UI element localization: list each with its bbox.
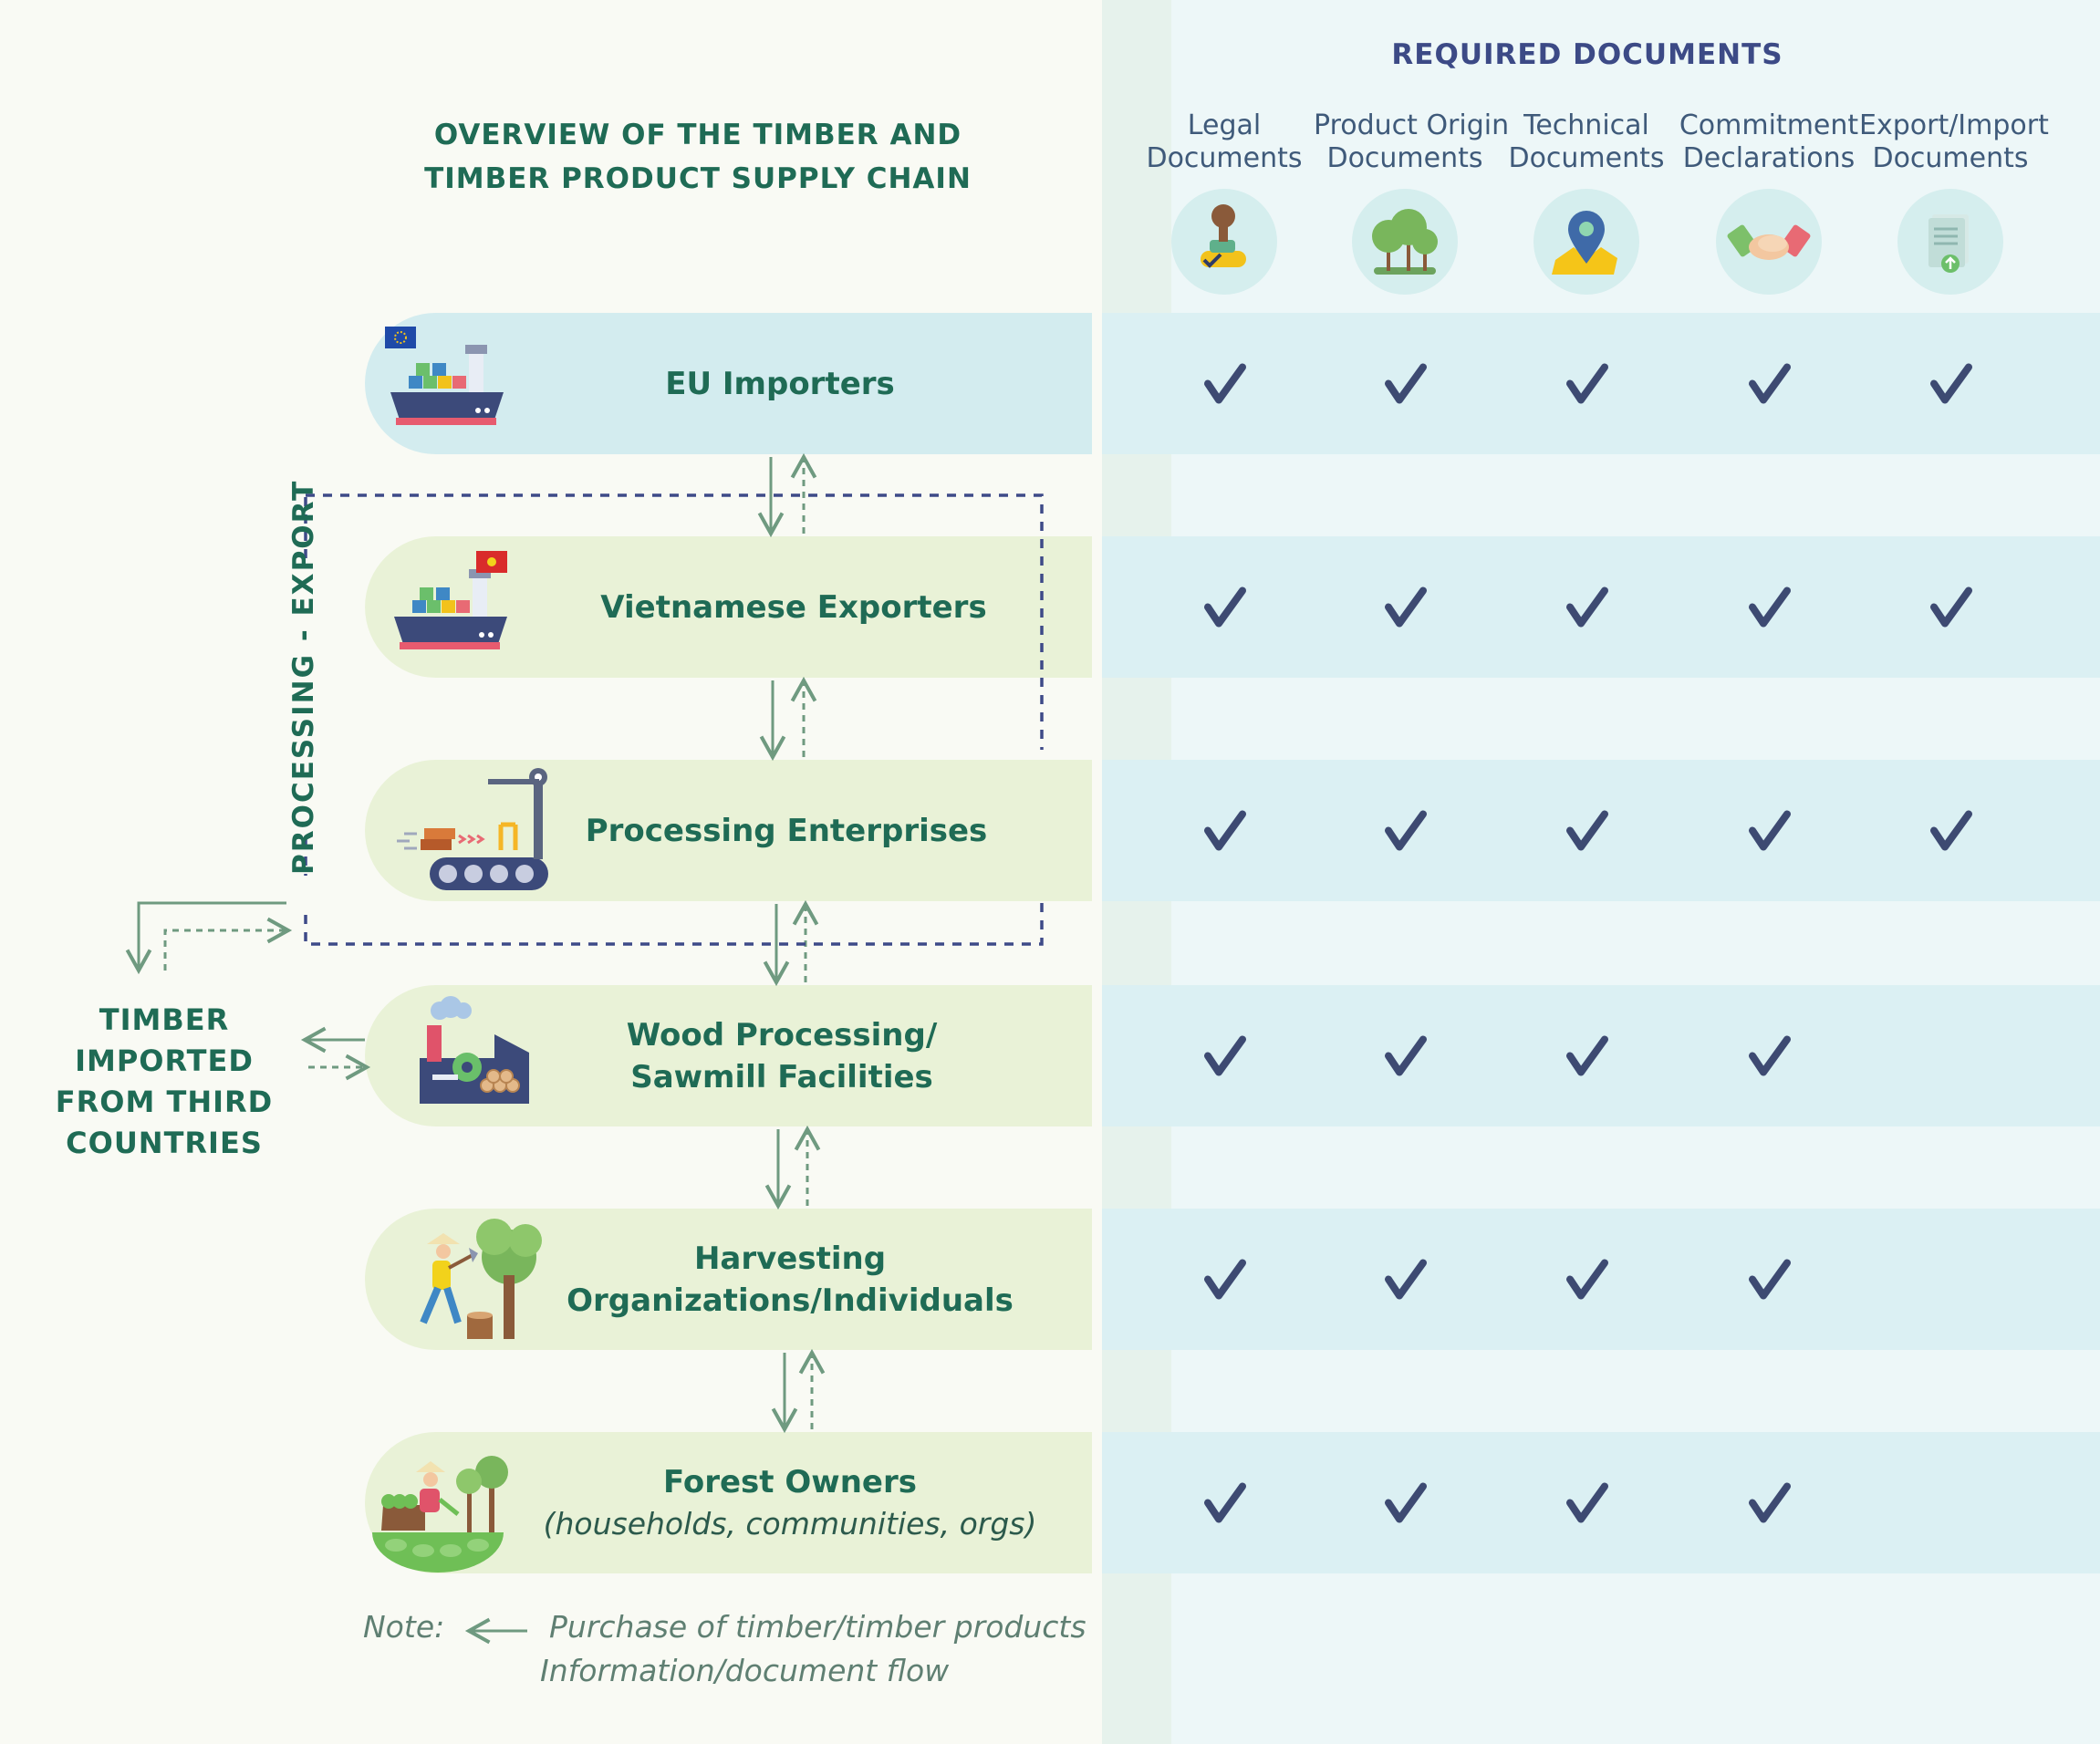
column-header-line2: Documents: [1146, 142, 1303, 174]
checkmark: [1204, 1259, 1246, 1300]
sawmill-factory-icon: [420, 996, 529, 1104]
checkmark: [1749, 1035, 1791, 1076]
checkmark: [1749, 587, 1791, 628]
checkmark: [1566, 1482, 1608, 1523]
stage-label: Vietnamese Exporters: [529, 587, 1058, 628]
column-header-line2: Documents: [1508, 142, 1665, 174]
stage-label-line1: Forest Owners: [663, 1463, 917, 1500]
stage-bar-6: [365, 1432, 1092, 1573]
row-band-4: [1102, 985, 2100, 1126]
checkmark: [1204, 1482, 1246, 1523]
checkmark: [1566, 1035, 1608, 1076]
checkmark: [1385, 1259, 1427, 1300]
stage-label-line1: Harvesting: [693, 1240, 887, 1277]
note-information-text: Information/document flow: [540, 1653, 950, 1688]
checkmark: [1204, 1035, 1246, 1076]
document-upload-icon: [1928, 214, 1969, 273]
checkmark: [1749, 1259, 1791, 1300]
cargo-ship-vietnam-flag-icon: [394, 551, 507, 649]
stage-label-line2: Organizations/Individuals: [567, 1282, 1014, 1319]
stage-label: Wood Processing/Sawmill Facilities: [517, 1014, 1046, 1098]
column-header-line2: Declarations: [1682, 142, 1856, 174]
checkmark: [1930, 810, 1972, 851]
column-header-line1: Export/Import: [1859, 109, 2049, 141]
checkmark: [1566, 810, 1608, 851]
column-header-line2: Documents: [1326, 142, 1483, 174]
stage-label-line1: EU Importers: [665, 365, 895, 402]
row-band-2: [1102, 536, 2100, 678]
stage-bar-4: [365, 985, 1092, 1126]
checkmark: [1385, 1035, 1427, 1076]
column-header-line2: Documents: [1872, 142, 2029, 174]
stage-label: Processing Enterprises: [522, 810, 1051, 852]
checkmark: [1930, 363, 1972, 404]
main-title-line2: TIMBER PRODUCT SUPPLY CHAIN: [424, 162, 972, 195]
checkmark: [1385, 1482, 1427, 1523]
main-title: OVERVIEW OF THE TIMBER AND TIMBER PRODUC…: [347, 113, 1049, 201]
stage-label-line1: Vietnamese Exporters: [600, 588, 987, 626]
trees-icon: [1372, 209, 1438, 275]
processing-export-label: PROCESSING - EXPORT: [287, 479, 320, 875]
checkmark: [1566, 363, 1608, 404]
map-pin-icon: [1552, 211, 1617, 275]
checkmark: [1385, 810, 1427, 851]
stage-bar-3: [365, 760, 1092, 901]
column-header-line1: Product Origin: [1314, 109, 1510, 141]
checkmark: [1385, 587, 1427, 628]
row-band-5: [1102, 1209, 2100, 1350]
conveyor-machine-icon: [397, 768, 548, 890]
handshake-icon: [1727, 224, 1811, 260]
stage-label: EU Importers: [515, 363, 1045, 405]
checkmark: [1930, 587, 1972, 628]
checkmark: [1385, 363, 1427, 404]
row-band-1: [1102, 313, 2100, 454]
stage-label-line1: Wood Processing/: [626, 1016, 938, 1054]
imported-label-line4: COUNTRIES: [66, 1126, 263, 1160]
row-band-3: [1102, 760, 2100, 901]
checkmark: [1204, 810, 1246, 851]
imported-information-arrow: [163, 917, 293, 971]
imported-label-line2: IMPORTED: [75, 1043, 254, 1078]
checkmark: [1566, 587, 1608, 628]
stage-label: Forest Owners (households, communities, o…: [525, 1461, 1055, 1545]
column-header-line1: Legal: [1187, 109, 1262, 141]
row-band-6: [1102, 1432, 2100, 1573]
processing-export-box: [304, 493, 1044, 946]
checkmark: [1749, 1482, 1791, 1523]
stage-label-sub: (households, communities, orgs): [543, 1505, 1037, 1542]
main-title-line1: OVERVIEW OF THE TIMBER AND: [433, 119, 962, 151]
checkmark: [1204, 587, 1246, 628]
cargo-ship-eu-flag-icon: [385, 327, 504, 425]
checkmark: [1749, 810, 1791, 851]
note-purchase-text: Purchase of timber/timber products: [549, 1609, 1086, 1645]
stage-bar-5: [365, 1209, 1092, 1350]
stamp-icon: [1201, 204, 1246, 268]
imported-label-line3: FROM THIRD: [55, 1085, 274, 1119]
column-header-line1: Commitment: [1679, 109, 1859, 141]
checkmark: [1566, 1259, 1608, 1300]
stage-label-line1: Processing Enterprises: [585, 812, 988, 849]
checkmark: [1749, 363, 1791, 404]
checkmark: [1204, 363, 1246, 404]
forest-farmer-icon: [372, 1456, 508, 1573]
stage-bar-1: [365, 313, 1092, 454]
woodcutter-icon: [420, 1219, 542, 1339]
imported-timber-label: TIMBER IMPORTED FROM THIRD COUNTRIES: [36, 1000, 292, 1164]
imported-label-line1: TIMBER: [99, 1002, 230, 1037]
stage-bar-2: [365, 536, 1093, 678]
required-documents-title: REQUIRED DOCUMENTS: [1391, 38, 1783, 71]
note-prefix: Note:: [363, 1609, 445, 1645]
stage-label-line2: Sawmill Facilities: [630, 1058, 933, 1095]
column-header-line1: Technical: [1523, 109, 1649, 141]
imported-purchase-arrow: [125, 901, 286, 975]
